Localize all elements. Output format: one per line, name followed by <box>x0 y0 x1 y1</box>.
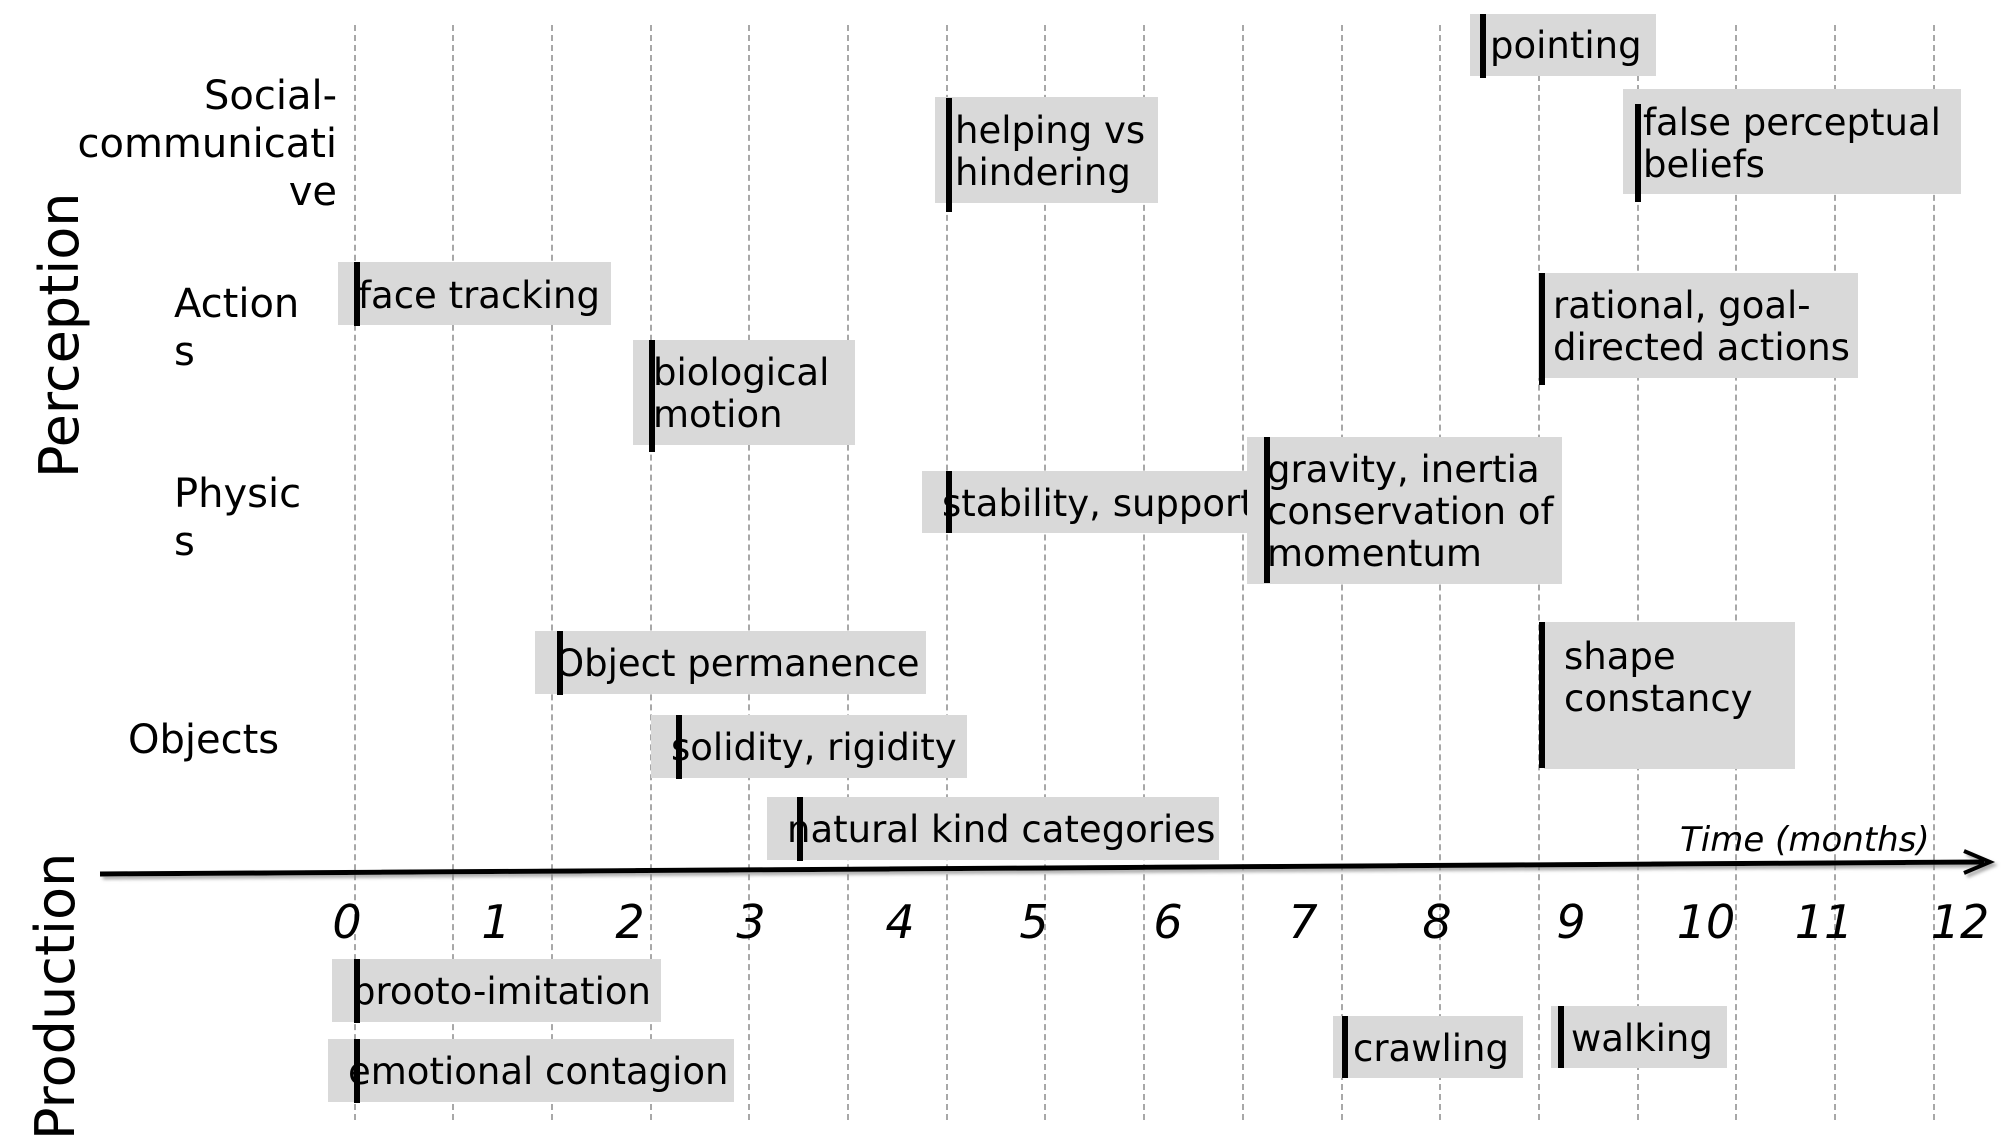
gridline <box>1933 25 1935 1120</box>
gridline <box>1044 25 1046 1120</box>
milestone-onset-marker <box>946 471 952 533</box>
axis-tick-label: 5 <box>1019 895 1049 949</box>
milestone-onset-marker <box>676 715 682 779</box>
milestone-box <box>1623 89 1961 194</box>
milestone-onset-marker <box>946 98 952 212</box>
milestone-box <box>922 471 1268 533</box>
milestone-label: shape constancy <box>1564 635 1753 720</box>
milestone-box <box>332 959 661 1022</box>
milestone-box <box>535 631 926 694</box>
milestone-box <box>1551 1006 1727 1068</box>
milestone-box <box>1538 273 1858 378</box>
axis-tick-label: 0 <box>332 895 362 949</box>
axis-tick-label: 8 <box>1422 895 1452 949</box>
gridline <box>748 25 750 1120</box>
milestone-onset-marker <box>797 797 803 861</box>
axis-tick-label: 11 <box>1794 895 1854 949</box>
milestone-box <box>1544 622 1795 769</box>
category-social-communicative: Social- communicati ve <box>77 73 337 215</box>
milestone-box <box>1470 14 1656 76</box>
gridline <box>1735 25 1737 1120</box>
milestone-box <box>651 715 967 778</box>
milestone-box <box>935 97 1158 203</box>
gridline <box>946 25 948 1120</box>
axis-tick-label: 10 <box>1676 895 1736 949</box>
milestone-label: Object permanence <box>555 642 920 685</box>
gridline <box>1242 25 1244 1120</box>
milestone-onset-marker <box>1480 14 1486 78</box>
gridline <box>650 25 652 1120</box>
milestone-label: stability, support <box>942 482 1255 525</box>
milestone-onset-marker <box>354 262 360 326</box>
milestone-onset-marker <box>1264 437 1270 583</box>
gridline <box>551 25 553 1120</box>
gridline <box>354 25 356 1120</box>
milestone-box <box>328 1039 734 1102</box>
gridline <box>1834 25 1836 1120</box>
gridline <box>452 25 454 1120</box>
milestone-onset-marker <box>1539 273 1545 385</box>
milestone-box <box>1333 1016 1523 1078</box>
category-objects: Objects <box>128 717 280 763</box>
milestone-label: crawling <box>1353 1027 1509 1070</box>
axis-tick-label: 2 <box>615 895 645 949</box>
milestone-label: false perceptual beliefs <box>1643 101 1941 186</box>
axis-tick-label: 9 <box>1556 895 1586 949</box>
milestone-label: emotional contagion <box>348 1050 729 1093</box>
milestone-box <box>633 340 855 445</box>
milestone-label: rational, goal- directed actions <box>1553 284 1850 369</box>
milestone-label: pointing <box>1490 24 1642 67</box>
axis-tick-label: 7 <box>1288 895 1318 949</box>
axis-tick-label: 4 <box>885 895 915 949</box>
milestone-label: solidity, rigidity <box>671 726 957 769</box>
axis-tick-label: 3 <box>736 895 766 949</box>
gridline <box>1637 25 1639 1120</box>
category-actions: Action s <box>174 281 300 375</box>
milestone-onset-marker <box>1558 1006 1564 1068</box>
milestone-box <box>1247 437 1562 584</box>
milestone-onset-marker <box>1539 622 1545 768</box>
gridline <box>847 25 849 1120</box>
milestone-onset-marker <box>649 340 655 452</box>
milestone-label: helping vs hindering <box>955 109 1146 194</box>
axis-tick-label: 12 <box>1930 895 1990 949</box>
milestone-onset-marker <box>557 631 563 695</box>
milestone-onset-marker <box>1635 104 1641 202</box>
milestone-onset-marker <box>354 959 360 1023</box>
milestone-onset-marker <box>1342 1016 1348 1078</box>
milestone-label: walking <box>1571 1017 1713 1060</box>
milestone-label: prooto-imitation <box>352 970 651 1013</box>
milestone-box <box>767 797 1219 860</box>
axis-tick-label: 1 <box>481 895 511 949</box>
milestone-label: gravity, inertia conservation of momentu… <box>1267 448 1554 575</box>
milestone-label: natural kind categories <box>787 808 1216 851</box>
milestone-onset-marker <box>354 1039 360 1103</box>
axis-tick-label: 6 <box>1153 895 1183 949</box>
category-physics: Physic s <box>174 471 302 565</box>
milestone-label: biological motion <box>653 351 830 436</box>
milestone-label: face tracking <box>358 274 600 317</box>
milestone-box <box>338 262 611 325</box>
time-axis-label: Time (months) <box>1680 820 1930 860</box>
gridline <box>1143 25 1145 1120</box>
